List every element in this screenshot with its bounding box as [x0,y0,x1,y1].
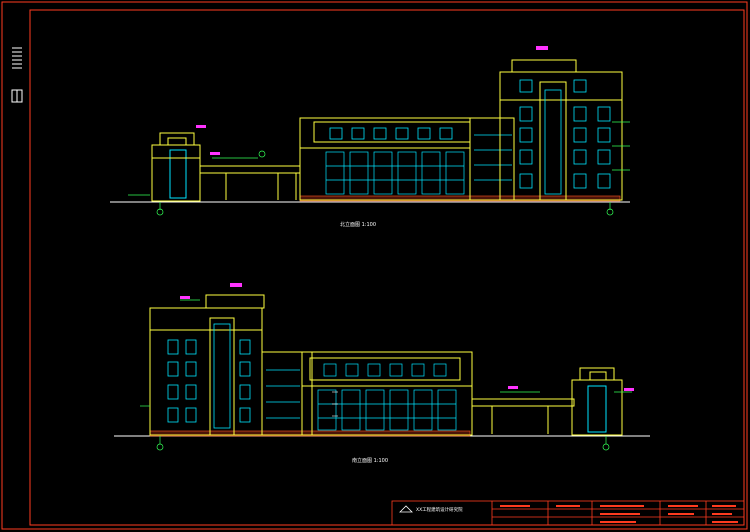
north-elevation-caption: 北立面图 1:100 [340,221,376,228]
south-elevation [114,283,650,451]
north-canopy [199,165,301,200]
south-tower-windows [167,323,251,429]
south-entrance-tower [571,367,623,436]
north-tower-block [499,59,623,201]
south-level-tags [180,283,634,391]
institute-name: XX工程建筑设计研究院 [416,506,463,513]
north-annotations [128,121,630,216]
south-annotations [140,299,632,451]
north-elevation [110,46,630,216]
south-tower-block [149,294,265,436]
institute-logo-icon [399,505,413,513]
north-entrance-tower [151,132,201,202]
south-curtain-wall [266,363,457,431]
north-tower-windows [519,79,611,195]
north-curtain-wall [325,134,512,195]
binding-margin-marks [11,47,23,103]
south-canopy [471,398,575,434]
north-central-block [299,117,515,201]
south-central-block [261,351,473,436]
title-block [391,500,745,526]
south-level-marks [332,391,338,417]
north-level-tags [196,46,548,155]
south-elevation-caption: 南立面图 1:100 [352,457,388,464]
north-upper-windows [329,127,453,140]
title-block-fills [500,505,738,523]
